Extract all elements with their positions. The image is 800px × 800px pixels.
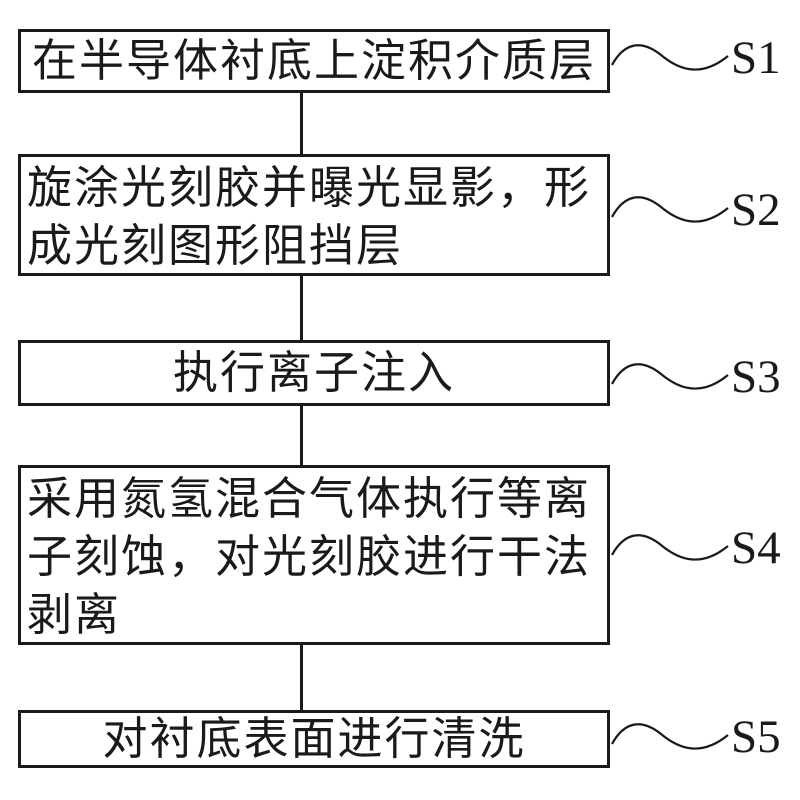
step-box-2: 旋涂光刻胶并曝光显影，形成光刻图形阻挡层: [18, 154, 610, 276]
step-5-text: 对衬底表面进行清洗: [102, 712, 526, 765]
step-label-s5: S5: [731, 711, 781, 763]
connector-step2-step3: [300, 276, 303, 340]
step-1-text: 在半导体衬底上淀积介质层: [31, 34, 596, 87]
step-box-3: 执行离子注入: [18, 340, 610, 406]
connector-step3-step4: [300, 406, 303, 465]
step-2-text: 旋涂光刻胶并曝光显影，形成光刻图形阻挡层: [27, 161, 592, 272]
squiggle-line-s3: [611, 363, 729, 390]
step-box-4: 采用氮氢混合气体执行等离子刻蚀，对光刻胶进行干法剥离: [18, 465, 610, 645]
step-label-s4: S4: [731, 522, 781, 574]
squiggle-line-s2: [611, 196, 729, 223]
step-box-5: 对衬底表面进行清洗: [18, 710, 610, 768]
step-4-text: 采用氮氢混合气体执行等离子刻蚀，对光刻胶进行干法剥离: [27, 472, 592, 641]
squiggle-line-s5: [611, 723, 729, 750]
step-label-s1: S1: [731, 32, 781, 84]
step-label-s3: S3: [731, 351, 781, 403]
connector-step1-step2: [300, 93, 303, 154]
connector-step4-step5: [300, 645, 303, 710]
step-label-s2: S2: [731, 184, 781, 236]
step-box-1: 在半导体衬底上淀积介质层: [18, 29, 610, 93]
squiggle-line-s4: [611, 534, 729, 561]
squiggle-line-s1: [611, 44, 729, 71]
step-3-text: 执行离子注入: [172, 346, 455, 399]
